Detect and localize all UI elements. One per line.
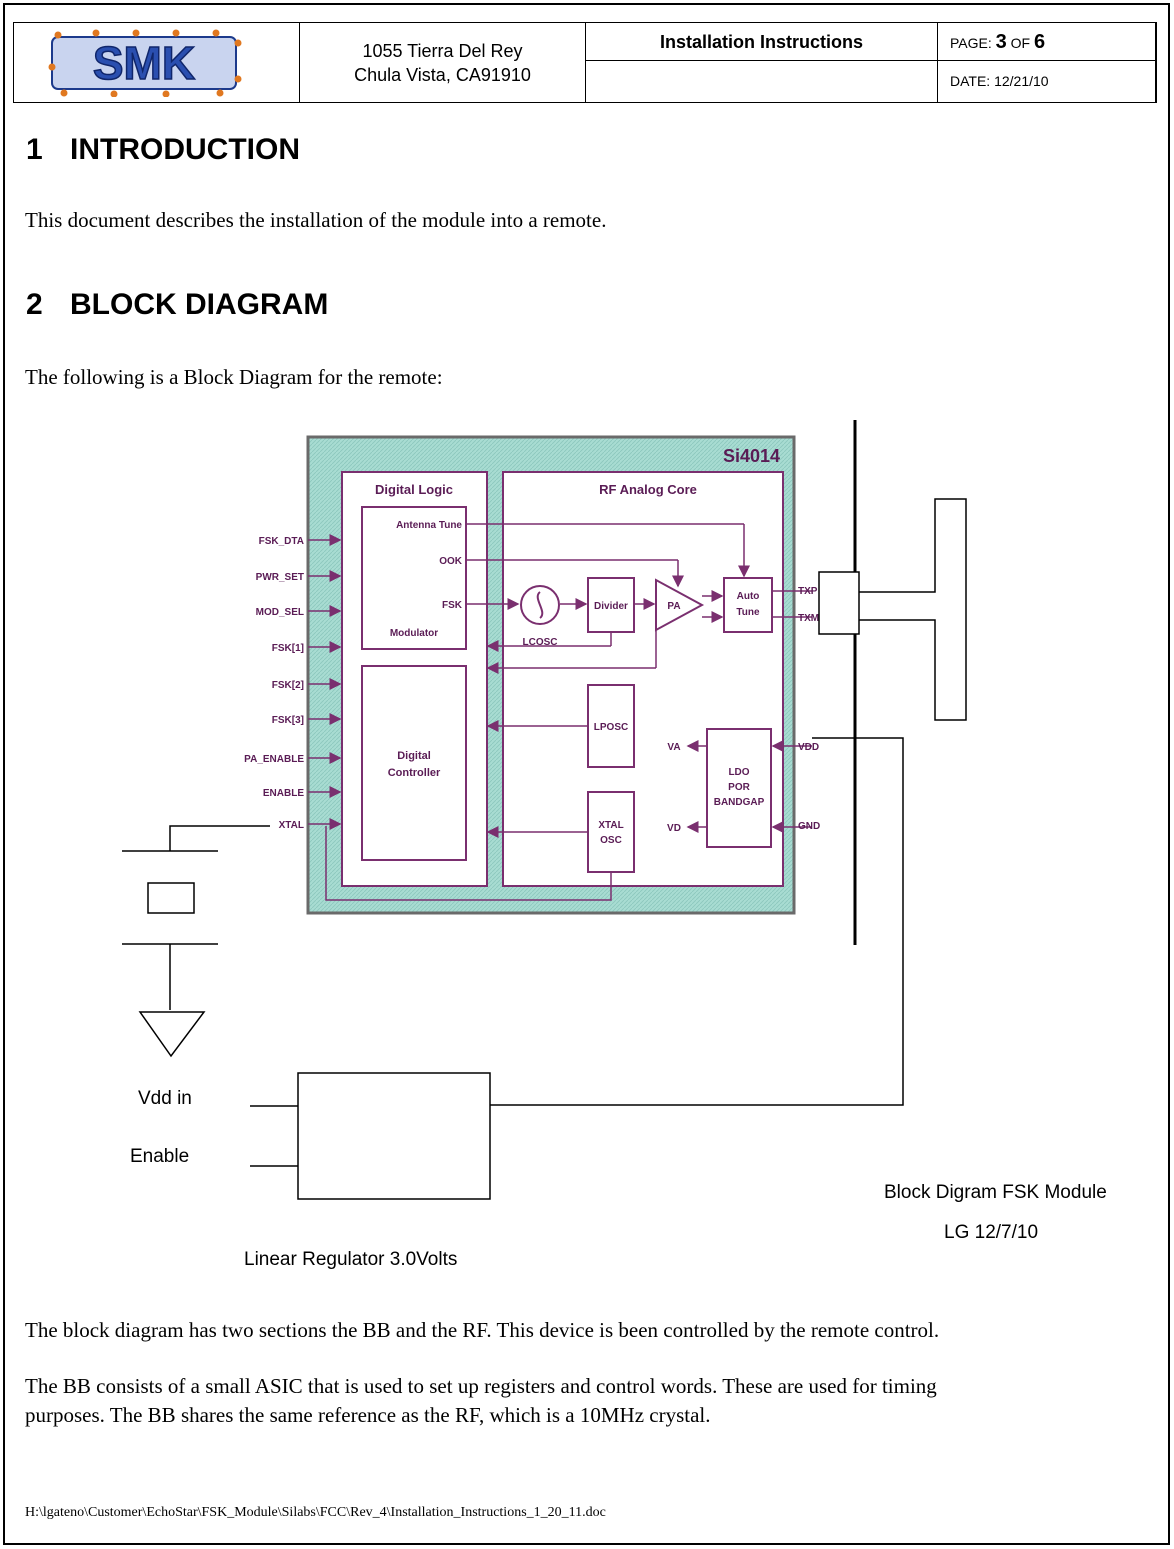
lcosc-label: LCOSC (523, 637, 558, 648)
pin-enable: ENABLE (263, 788, 304, 799)
pin-fsk2: FSK[2] (272, 680, 304, 691)
modulator-block (361, 506, 467, 650)
vdd-wire (490, 737, 904, 1106)
logo-text: SMK (93, 37, 195, 89)
page-total: 6 (1034, 31, 1046, 53)
pa-label: PA (667, 601, 680, 612)
block-diagram-intro: The following is a Block Diagram for the… (25, 365, 443, 389)
smk-logo: SMK (48, 29, 242, 97)
block-diagram: Si4014 Digital Logic RF Analog Core Ante… (122, 420, 967, 1200)
page-of: OF (1010, 35, 1031, 51)
body-paragraph-2-line1: The BB consists of a small ASIC that is … (25, 1374, 937, 1398)
pin-vdd: VDD (798, 742, 819, 753)
regulator-label: Linear Regulator 3.0Volts (244, 1249, 458, 1270)
crystal (147, 882, 195, 914)
pin-pa-enable: PA_ENABLE (244, 754, 304, 765)
pin-fsk3: FSK[3] (272, 715, 304, 726)
logo-cell: SMK (14, 23, 300, 102)
file-path-footer: H:\lgateno\Customer\EchoStar\FSK_Module\… (25, 1505, 606, 1520)
pin-txm: TXM (798, 613, 819, 624)
pa-amplifier (655, 578, 705, 632)
pin-fsk1: FSK[1] (272, 643, 304, 654)
chip-name: Si4014 (723, 446, 780, 466)
fsk-label: FSK (442, 600, 463, 611)
autotune-block (723, 577, 773, 633)
diagram-author: LG 12/7/10 (944, 1222, 1039, 1243)
pin-gnd: GND (798, 821, 820, 832)
xtal-wire (169, 825, 270, 851)
ldo-label-2: POR (728, 782, 750, 793)
modulator-label: Modulator (390, 628, 438, 639)
pin-txp: TXP (798, 586, 818, 597)
page-num: 3 (995, 31, 1007, 53)
divider-label: Divider (594, 601, 628, 612)
divider-block (587, 577, 635, 633)
section-number: 2 (26, 288, 43, 321)
vdd-in-label: Vdd in (138, 1088, 192, 1109)
lposc-label: LPOSC (594, 722, 628, 733)
xtal-osc-label-1: XTAL (598, 820, 623, 831)
diagram-caption: Block Digram FSK Module (884, 1182, 1107, 1203)
section-number: 1 (26, 133, 43, 166)
section-title: BLOCK DIAGRAM (70, 288, 329, 321)
antenna-tune-label: Antenna Tune (396, 520, 462, 531)
autotune-label-2: Tune (736, 607, 760, 618)
ldo-block (706, 728, 772, 848)
vd-label: VD (667, 823, 681, 834)
xtal-osc-label-2: OSC (600, 835, 622, 846)
enable-label: Enable (130, 1146, 190, 1167)
document-header: SMK 1055 Tierra Del Rey Chula Vista, CA9… (13, 22, 1157, 103)
page-number: PAGE: 3 OF 6 (938, 23, 1156, 61)
ground-symbol (138, 1011, 206, 1058)
autotune-label-1: Auto (737, 591, 760, 602)
body-paragraph-1: The block diagram has two sections the B… (25, 1318, 940, 1342)
pin-xtal: XTAL (279, 820, 304, 831)
intro-text: This document describes the installation… (25, 208, 607, 232)
xtal-osc-block (587, 791, 635, 873)
digital-controller-block (361, 665, 467, 861)
digital-controller-label-1: Digital (397, 750, 431, 762)
digital-logic-label: Digital Logic (375, 482, 453, 497)
digital-controller-label-2: Controller (388, 767, 441, 779)
address-line2: Chula Vista, CA91910 (354, 65, 531, 85)
ldo-label-3: BANDGAP (714, 797, 765, 808)
blank-cell (586, 61, 938, 102)
doc-date: DATE: 12/21/10 (938, 61, 1156, 102)
address-cell: 1055 Tierra Del Rey Chula Vista, CA91910 (300, 23, 586, 102)
ldo-label-1: LDO (728, 767, 749, 778)
address-line1: 1055 Tierra Del Rey (362, 41, 523, 61)
pin-mod-sel: MOD_SEL (256, 607, 304, 618)
body-paragraph-2-line2: purposes. The BB shares the same referen… (25, 1403, 711, 1427)
page-border (3, 3, 1170, 1545)
section-heading-intro: 1 INTRODUCTION (26, 133, 300, 167)
page-label: PAGE: (950, 35, 992, 51)
linear-regulator-block (297, 1072, 491, 1200)
lposc-block (587, 684, 635, 768)
va-label: VA (667, 742, 680, 753)
antenna-trace (859, 498, 967, 721)
pin-fsk-dta: FSK_DTA (259, 536, 304, 547)
section-title: INTRODUCTION (70, 133, 300, 166)
ook-label: OOK (439, 556, 463, 567)
doc-title: Installation Instructions (586, 23, 938, 61)
rf-core-label: RF Analog Core (599, 482, 697, 497)
pin-pwr-set: PWR_SET (256, 572, 304, 583)
antenna-connector (818, 571, 860, 635)
section-heading-block-diagram: 2 BLOCK DIAGRAM (26, 288, 328, 322)
